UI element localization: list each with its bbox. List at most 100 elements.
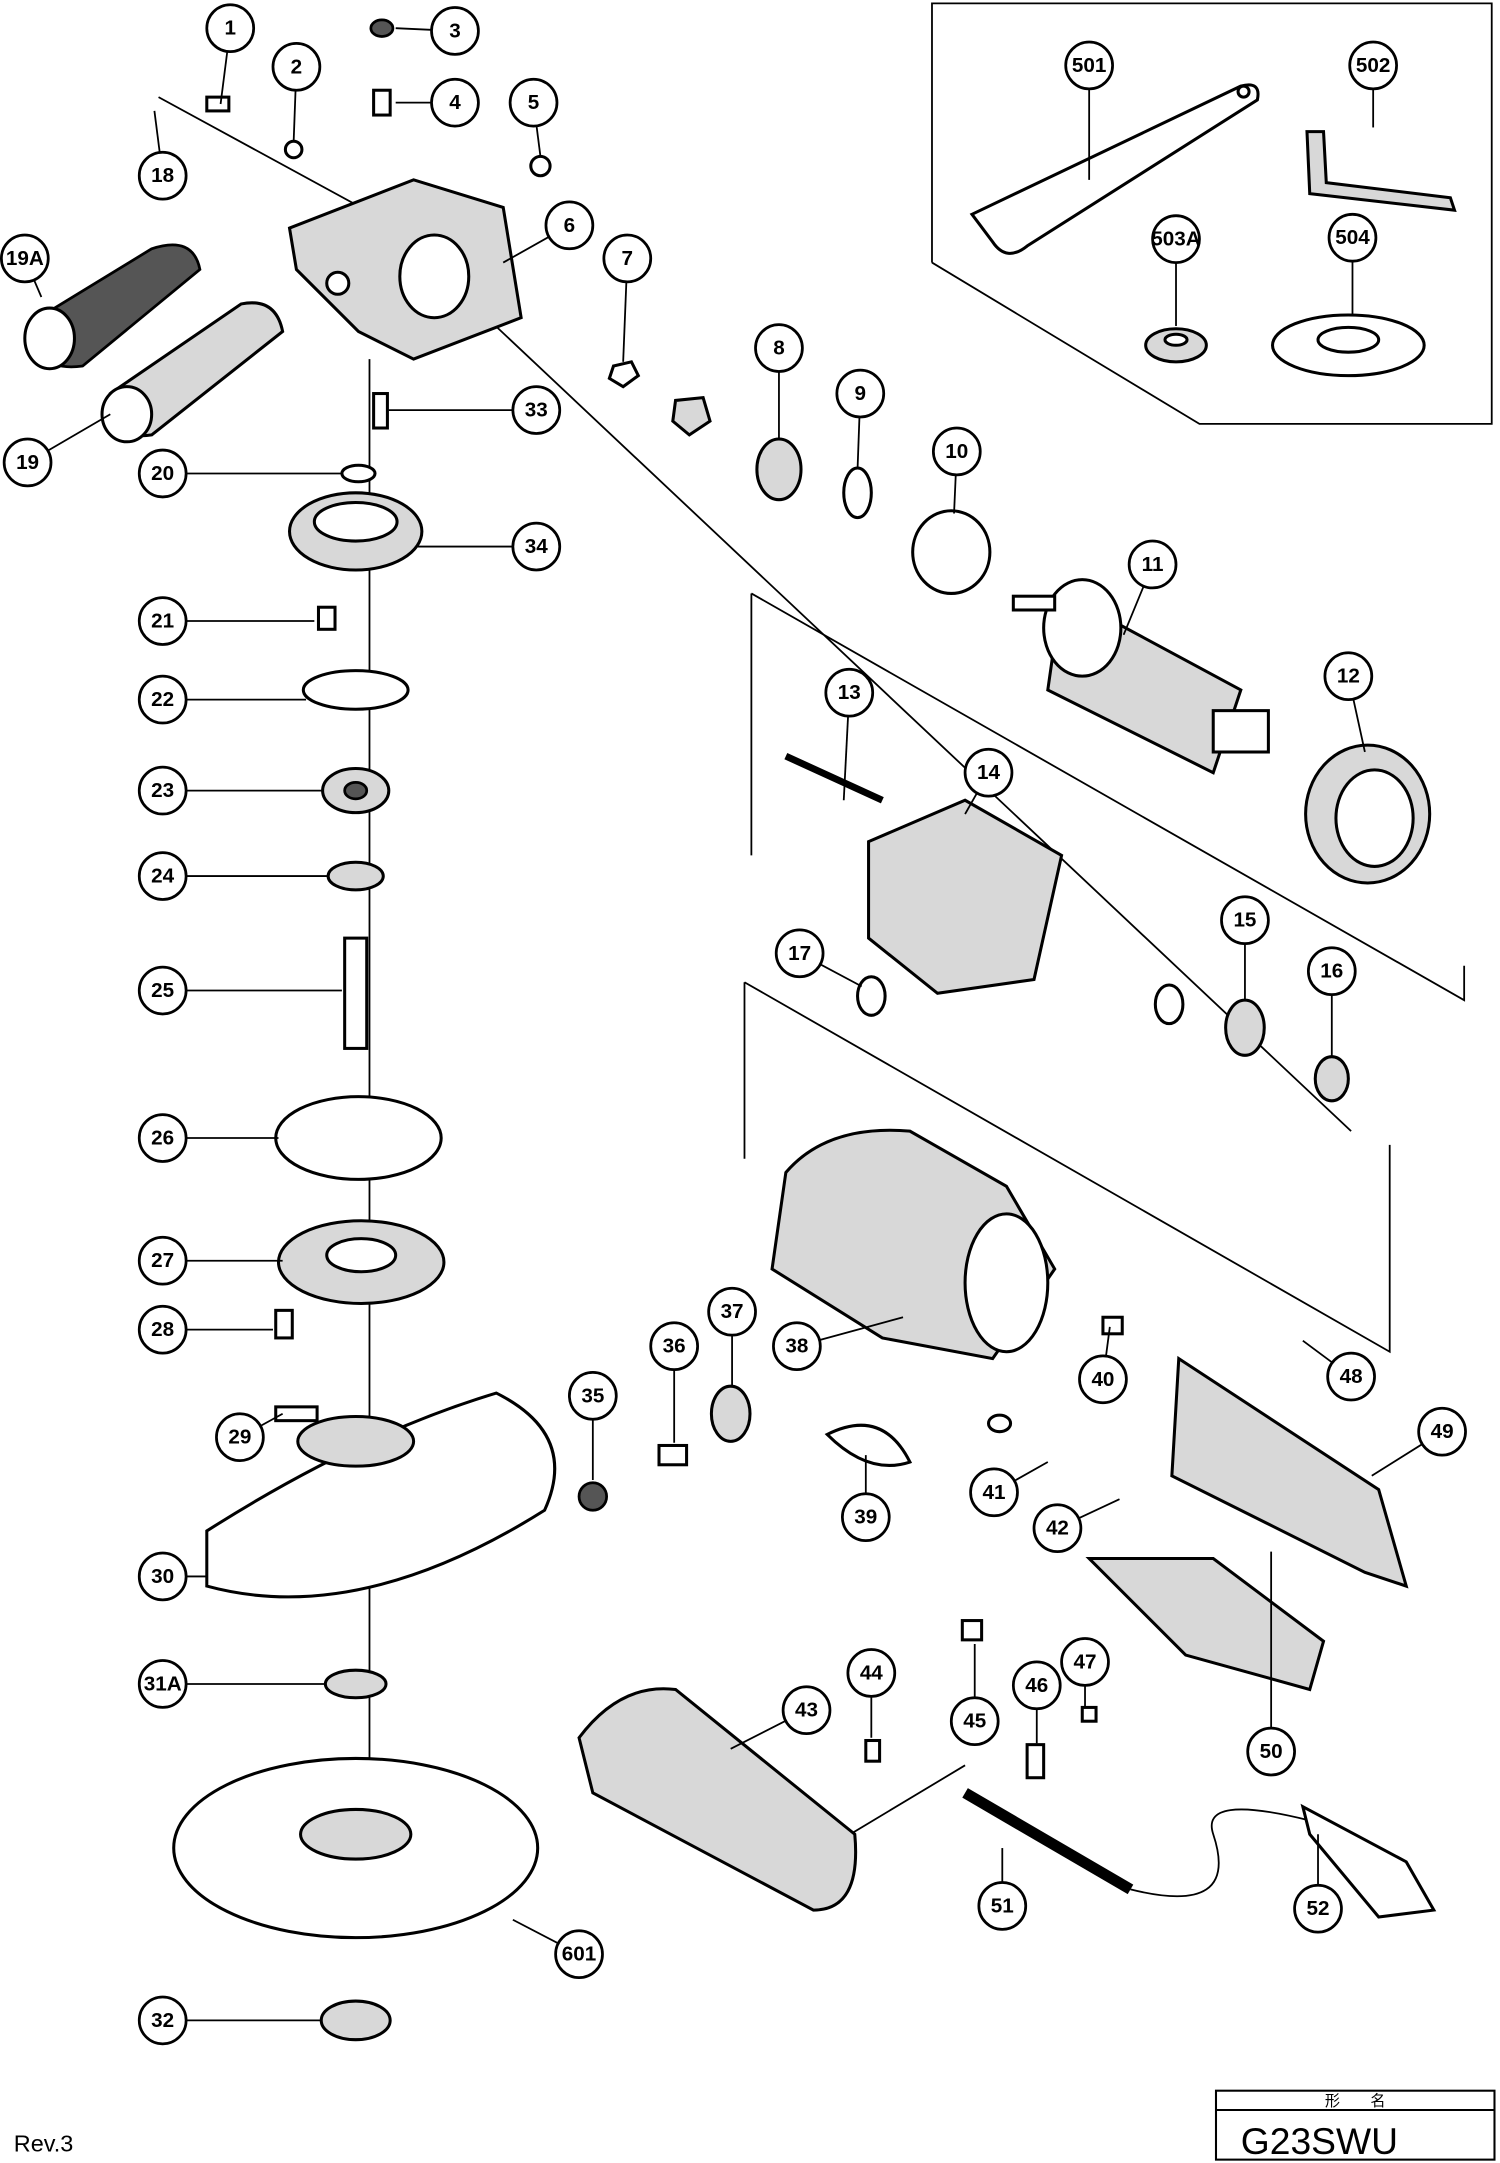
- callout-504: 504: [1327, 212, 1378, 315]
- callout-circle: [949, 1696, 1000, 1747]
- side-handle-19-part: [100, 301, 285, 444]
- callout-50: 50: [1246, 1551, 1296, 1777]
- callout-12: 12: [1323, 651, 1374, 753]
- callout-34: 34: [417, 521, 562, 572]
- callout-label: 42: [1046, 1517, 1069, 1540]
- callout-circle: [271, 41, 322, 92]
- callout-circle: [511, 385, 562, 435]
- flange-504-part: [1271, 313, 1426, 378]
- callout-label: 501: [1072, 54, 1107, 77]
- callout-circle: [931, 426, 982, 477]
- callout-label: 36: [663, 1335, 686, 1358]
- callout-label: 14: [977, 761, 1000, 784]
- model-header: 形 名: [1325, 2092, 1386, 2110]
- callout-18: 18: [137, 110, 188, 201]
- callout-label: 18: [151, 164, 174, 187]
- callout-label: 1: [224, 17, 236, 40]
- callout-2: 2: [271, 41, 322, 142]
- callout-circle: [137, 1235, 188, 1286]
- callout-circle: [137, 965, 188, 1016]
- callout-27: 27: [137, 1235, 283, 1286]
- callout-circle: [649, 1321, 699, 1372]
- callout-label: 504: [1335, 226, 1370, 249]
- callout-circle: [1032, 1503, 1083, 1554]
- bevel-gear-part: [288, 396, 712, 572]
- callout-label: 52: [1307, 1897, 1330, 1920]
- callout-7: 7: [602, 233, 653, 362]
- callout-25: 25: [137, 965, 342, 1016]
- callout-48: 48: [1302, 1339, 1376, 1402]
- callout-label: 45: [963, 1710, 986, 1733]
- callout-label: 48: [1340, 1365, 1363, 1388]
- callout-circle: [846, 1648, 897, 1698]
- callout-circle: [1246, 1726, 1296, 1777]
- callout-4: 4: [395, 77, 480, 128]
- callout-label: 39: [854, 1506, 877, 1529]
- callout-32: 32: [137, 1995, 322, 2046]
- spindle-stack: [274, 605, 446, 1340]
- callout-22: 22: [137, 674, 307, 725]
- callout-circle: [969, 1467, 1019, 1518]
- brush-parts: [577, 1384, 752, 1512]
- callout-52: 52: [1293, 1834, 1343, 1934]
- callout-circle: [137, 448, 188, 499]
- callout-31a: 31A: [137, 1659, 326, 1709]
- callout-circle: [137, 596, 188, 646]
- callout-40: 40: [1078, 1326, 1128, 1405]
- callout-circle: [137, 851, 188, 901]
- callout-label: 33: [525, 399, 548, 422]
- callout-28: 28: [137, 1304, 273, 1355]
- callout-circle: [137, 150, 188, 201]
- callout-label: 16: [1320, 960, 1343, 983]
- callout-circle: [137, 1113, 188, 1163]
- callout-circle: [1060, 1637, 1110, 1687]
- callout-circle: [137, 1551, 188, 1602]
- callout-circle: [544, 200, 595, 251]
- callout-29: 29: [215, 1412, 284, 1463]
- side-handle-19a-part: [23, 243, 202, 371]
- callout-circle: [2, 437, 53, 488]
- callout-49: 49: [1371, 1406, 1467, 1477]
- callout-circle: [1348, 40, 1398, 91]
- callout-label: 6: [564, 214, 576, 237]
- callout-label: 47: [1074, 1650, 1097, 1673]
- callout-label: 22: [151, 688, 174, 711]
- callout-label: 27: [151, 1249, 174, 1272]
- callout-9: 9: [835, 368, 886, 470]
- handle-parts: [577, 1355, 1437, 1919]
- motor-group-frame: [750, 592, 1466, 1002]
- callout-circle: [137, 1995, 188, 2046]
- callout-24: 24: [137, 851, 329, 901]
- callout-circle: [137, 1304, 188, 1355]
- callout-circle: [0, 233, 50, 284]
- callout-11: 11: [1122, 539, 1178, 636]
- callout-label: 3: [449, 19, 461, 42]
- callout-37: 37: [707, 1286, 757, 1387]
- model-name-box: 形 名 G23SWU: [1214, 2089, 1496, 2162]
- callout-13: 13: [824, 667, 875, 801]
- callout-label: 25: [151, 979, 174, 1002]
- callout-label: 17: [788, 942, 811, 965]
- callout-circle: [508, 77, 559, 128]
- callout-23: 23: [137, 765, 323, 816]
- wrench-part: [969, 83, 1260, 255]
- fan-guide-part: [1304, 743, 1432, 885]
- small-screws: [205, 18, 641, 484]
- callout-circle: [554, 1929, 604, 1980]
- callout-44: 44: [846, 1648, 897, 1738]
- callout-label: 11: [1142, 553, 1164, 576]
- callout-circle: [707, 1286, 757, 1337]
- nut-503a-part: [1144, 327, 1208, 364]
- callout-1: 1: [205, 3, 256, 105]
- callout-circle: [1078, 1354, 1128, 1405]
- callout-label: 32: [151, 2009, 174, 2032]
- callout-circle: [137, 765, 188, 816]
- callout-circle: [1326, 1351, 1376, 1402]
- housing-part: [770, 1128, 1124, 1467]
- callout-label: 8: [773, 337, 785, 360]
- callout-circle: [602, 233, 653, 284]
- callout-label: 23: [151, 779, 174, 802]
- callout-circle: [1306, 946, 1357, 997]
